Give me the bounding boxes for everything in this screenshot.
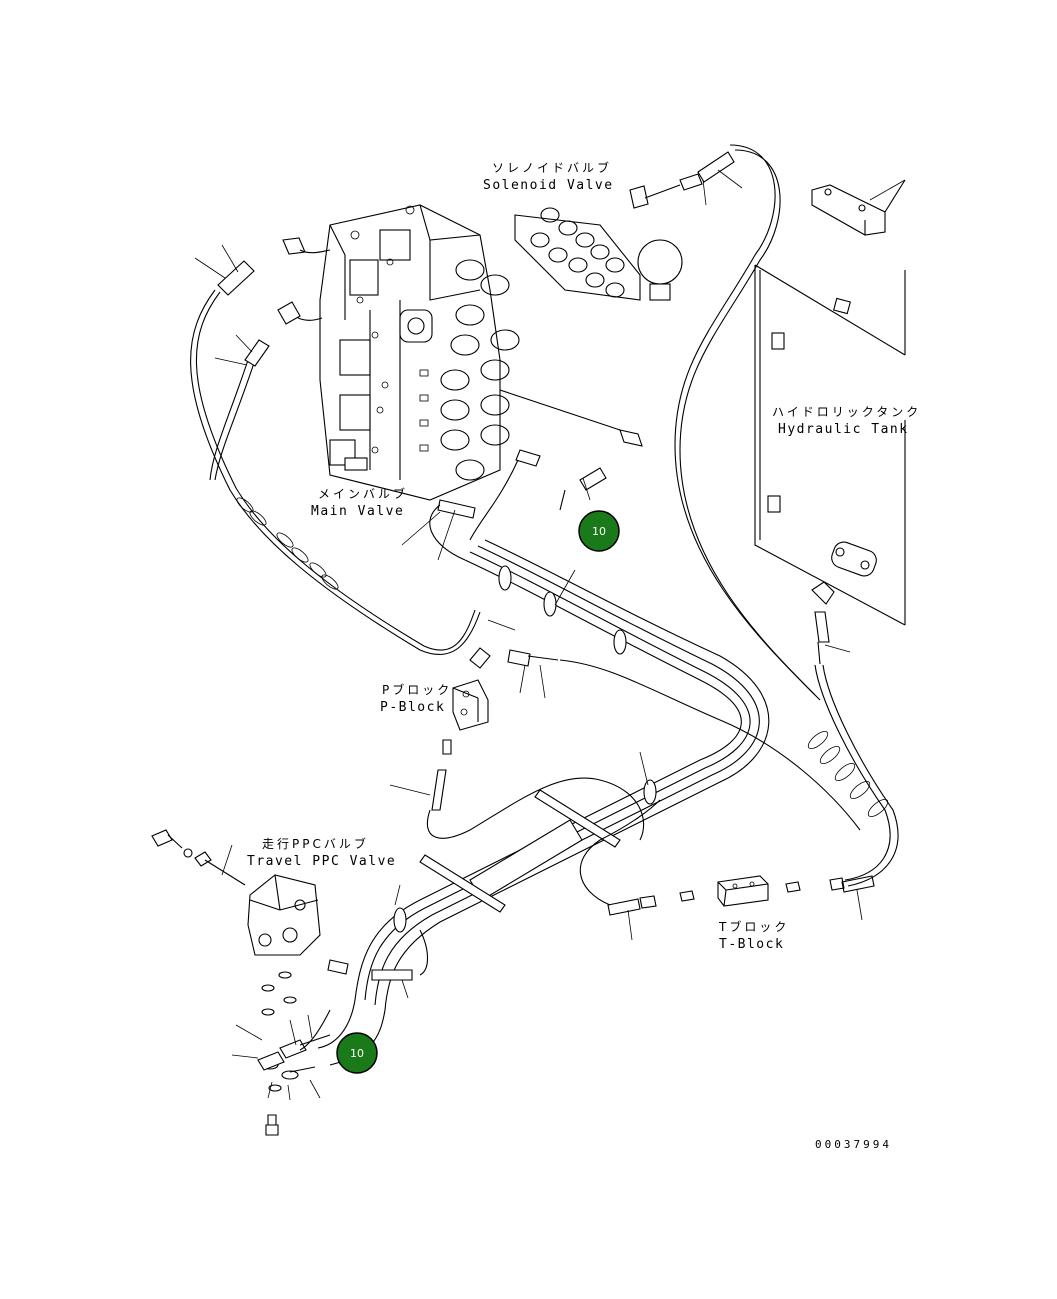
t-block-label-en: T-Block bbox=[719, 937, 784, 952]
drawing-number: 00037994 bbox=[815, 1138, 892, 1151]
main-valve bbox=[319, 204, 520, 501]
p-block-label-en: P-Block bbox=[380, 700, 445, 715]
hoses bbox=[190, 144, 899, 1066]
callout-badge-circle bbox=[336, 1032, 378, 1074]
hydraulic-tank-label-en: Hydraulic Tank bbox=[778, 422, 909, 437]
solenoid-valve bbox=[514, 151, 735, 301]
hydraulic-tank-label-jp: ハイドロリックタンク bbox=[772, 405, 921, 419]
travel-ppc-valve-label-jp: 走行PPCバルブ bbox=[262, 836, 369, 851]
callout-badge-10-lower[interactable]: 10 bbox=[336, 1032, 378, 1074]
p-block bbox=[431, 647, 559, 811]
solenoid-valve-label-jp: ソレノイドバルブ bbox=[492, 160, 612, 175]
callout-badge-circle bbox=[578, 510, 620, 552]
hydraulic-tank bbox=[754, 179, 906, 665]
travel-ppc-valve-label-en: Travel PPC Valve bbox=[247, 854, 396, 869]
t-block bbox=[607, 875, 875, 916]
travel-ppc-valve bbox=[151, 829, 331, 1136]
main-valve-label-jp: メインバルブ bbox=[318, 486, 408, 501]
callout-number: 10 bbox=[592, 525, 606, 538]
callout-number: 10 bbox=[350, 1047, 364, 1060]
leader-lines bbox=[194, 169, 906, 1101]
p-block-label-jp: Pブロック bbox=[382, 682, 452, 697]
callout-badge-10-upper[interactable]: 10 bbox=[578, 510, 620, 552]
t-block-label-jp: Tブロック bbox=[718, 919, 789, 934]
labels: ソレノイドバルブ Solenoid Valve メインバルブ Main Valv… bbox=[247, 160, 921, 1151]
solenoid-valve-label-en: Solenoid Valve bbox=[483, 178, 614, 193]
main-valve-label-en: Main Valve bbox=[311, 504, 404, 519]
